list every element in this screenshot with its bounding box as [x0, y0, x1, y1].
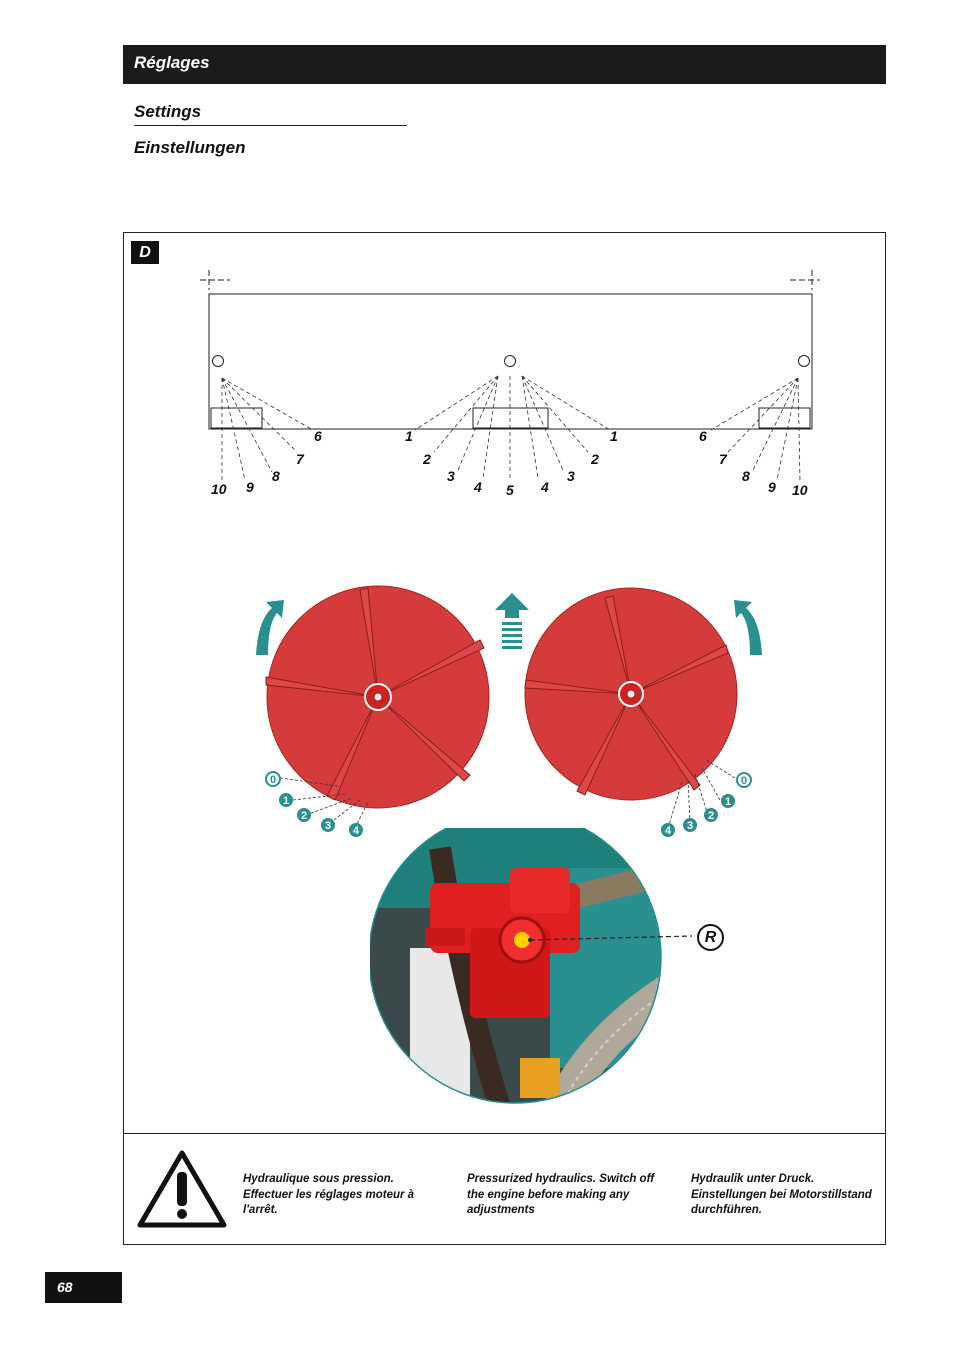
- label-r-10: 10: [792, 482, 808, 498]
- svg-text:0: 0: [270, 774, 276, 786]
- subtitle-german: Einstellungen: [134, 138, 246, 157]
- label-l-10: 10: [211, 481, 227, 497]
- warning-text-en: Pressurized hydraulics. Switch off the e…: [467, 1173, 655, 1216]
- label-cr-4: 4: [540, 479, 549, 495]
- label-c-5: 5: [506, 482, 514, 498]
- warning-text-de: Hydraulik unter Druck. Einstellungen bei…: [691, 1173, 872, 1216]
- label-l-8: 8: [272, 468, 280, 484]
- spread-pattern-diagram: 6 7 8 9 10 1 2 3 4 5 4 3 2 1 6 7 8 9 10: [200, 270, 820, 498]
- svg-text:1: 1: [283, 795, 289, 807]
- subtitle-english: Settings: [134, 102, 202, 121]
- label-r-9: 9: [768, 479, 776, 495]
- label-l-9: 9: [246, 479, 254, 495]
- label-r-7: 7: [719, 451, 728, 467]
- label-r-8: 8: [742, 468, 750, 484]
- disc-left-position-1: 1: [279, 793, 293, 807]
- page-number: 68: [45, 1272, 122, 1303]
- svg-text:4: 4: [353, 825, 360, 837]
- disc-right-position-1: 1: [721, 794, 735, 808]
- direction-arrow-icon: [495, 593, 529, 649]
- disc-right-position-2: 2: [704, 808, 718, 822]
- label-cl-1: 1: [405, 428, 413, 444]
- svg-text:1: 1: [725, 796, 731, 808]
- figure-label: D: [131, 241, 159, 264]
- spreader-discs-illustration: 0 1 2 3 4 0 1 2 3 4: [256, 585, 762, 837]
- label-cl-4: 4: [473, 479, 482, 495]
- svg-text:0: 0: [741, 775, 747, 787]
- label-cr-3: 3: [567, 468, 575, 484]
- section-title: Réglages: [134, 53, 210, 72]
- disc-right-position-3: 3: [683, 818, 697, 832]
- svg-text:4: 4: [665, 825, 672, 837]
- warning-triangle-icon: [137, 1150, 227, 1228]
- left-disc: [265, 585, 490, 809]
- svg-text:3: 3: [687, 820, 693, 832]
- svg-text:2: 2: [301, 810, 307, 822]
- label-l-7: 7: [296, 451, 305, 467]
- label-cl-2: 2: [422, 451, 431, 467]
- disc-right-position-4: 4: [661, 823, 675, 837]
- rotation-arrow-left-icon: [256, 600, 284, 655]
- svg-text:3: 3: [325, 820, 331, 832]
- disc-right-position-0: 0: [736, 772, 752, 788]
- disc-left-position-0: 0: [265, 771, 281, 787]
- label-l-6: 6: [314, 428, 322, 444]
- label-cl-3: 3: [447, 468, 455, 484]
- callout-r: R: [697, 924, 724, 951]
- subtitle-rule: [134, 125, 407, 126]
- warning-text-fr: Hydraulique sous pression. Effectuer les…: [243, 1173, 415, 1216]
- warning-divider: [123, 1133, 886, 1134]
- disc-left-position-4: 4: [349, 823, 363, 837]
- label-r-6: 6: [699, 428, 707, 444]
- label-cr-2: 2: [590, 451, 599, 467]
- figure-frame: [123, 232, 886, 1245]
- callout-r-label: R: [704, 929, 717, 946]
- rotation-arrow-right-icon: [734, 600, 762, 655]
- right-disc: [524, 587, 738, 801]
- disc-left-position-3: 3: [321, 818, 335, 832]
- section-header: Réglages: [123, 45, 886, 84]
- label-cr-1: 1: [610, 428, 618, 444]
- svg-text:2: 2: [708, 810, 714, 822]
- hydraulic-valve-photo: [370, 828, 693, 1104]
- disc-left-position-2: 2: [297, 808, 311, 822]
